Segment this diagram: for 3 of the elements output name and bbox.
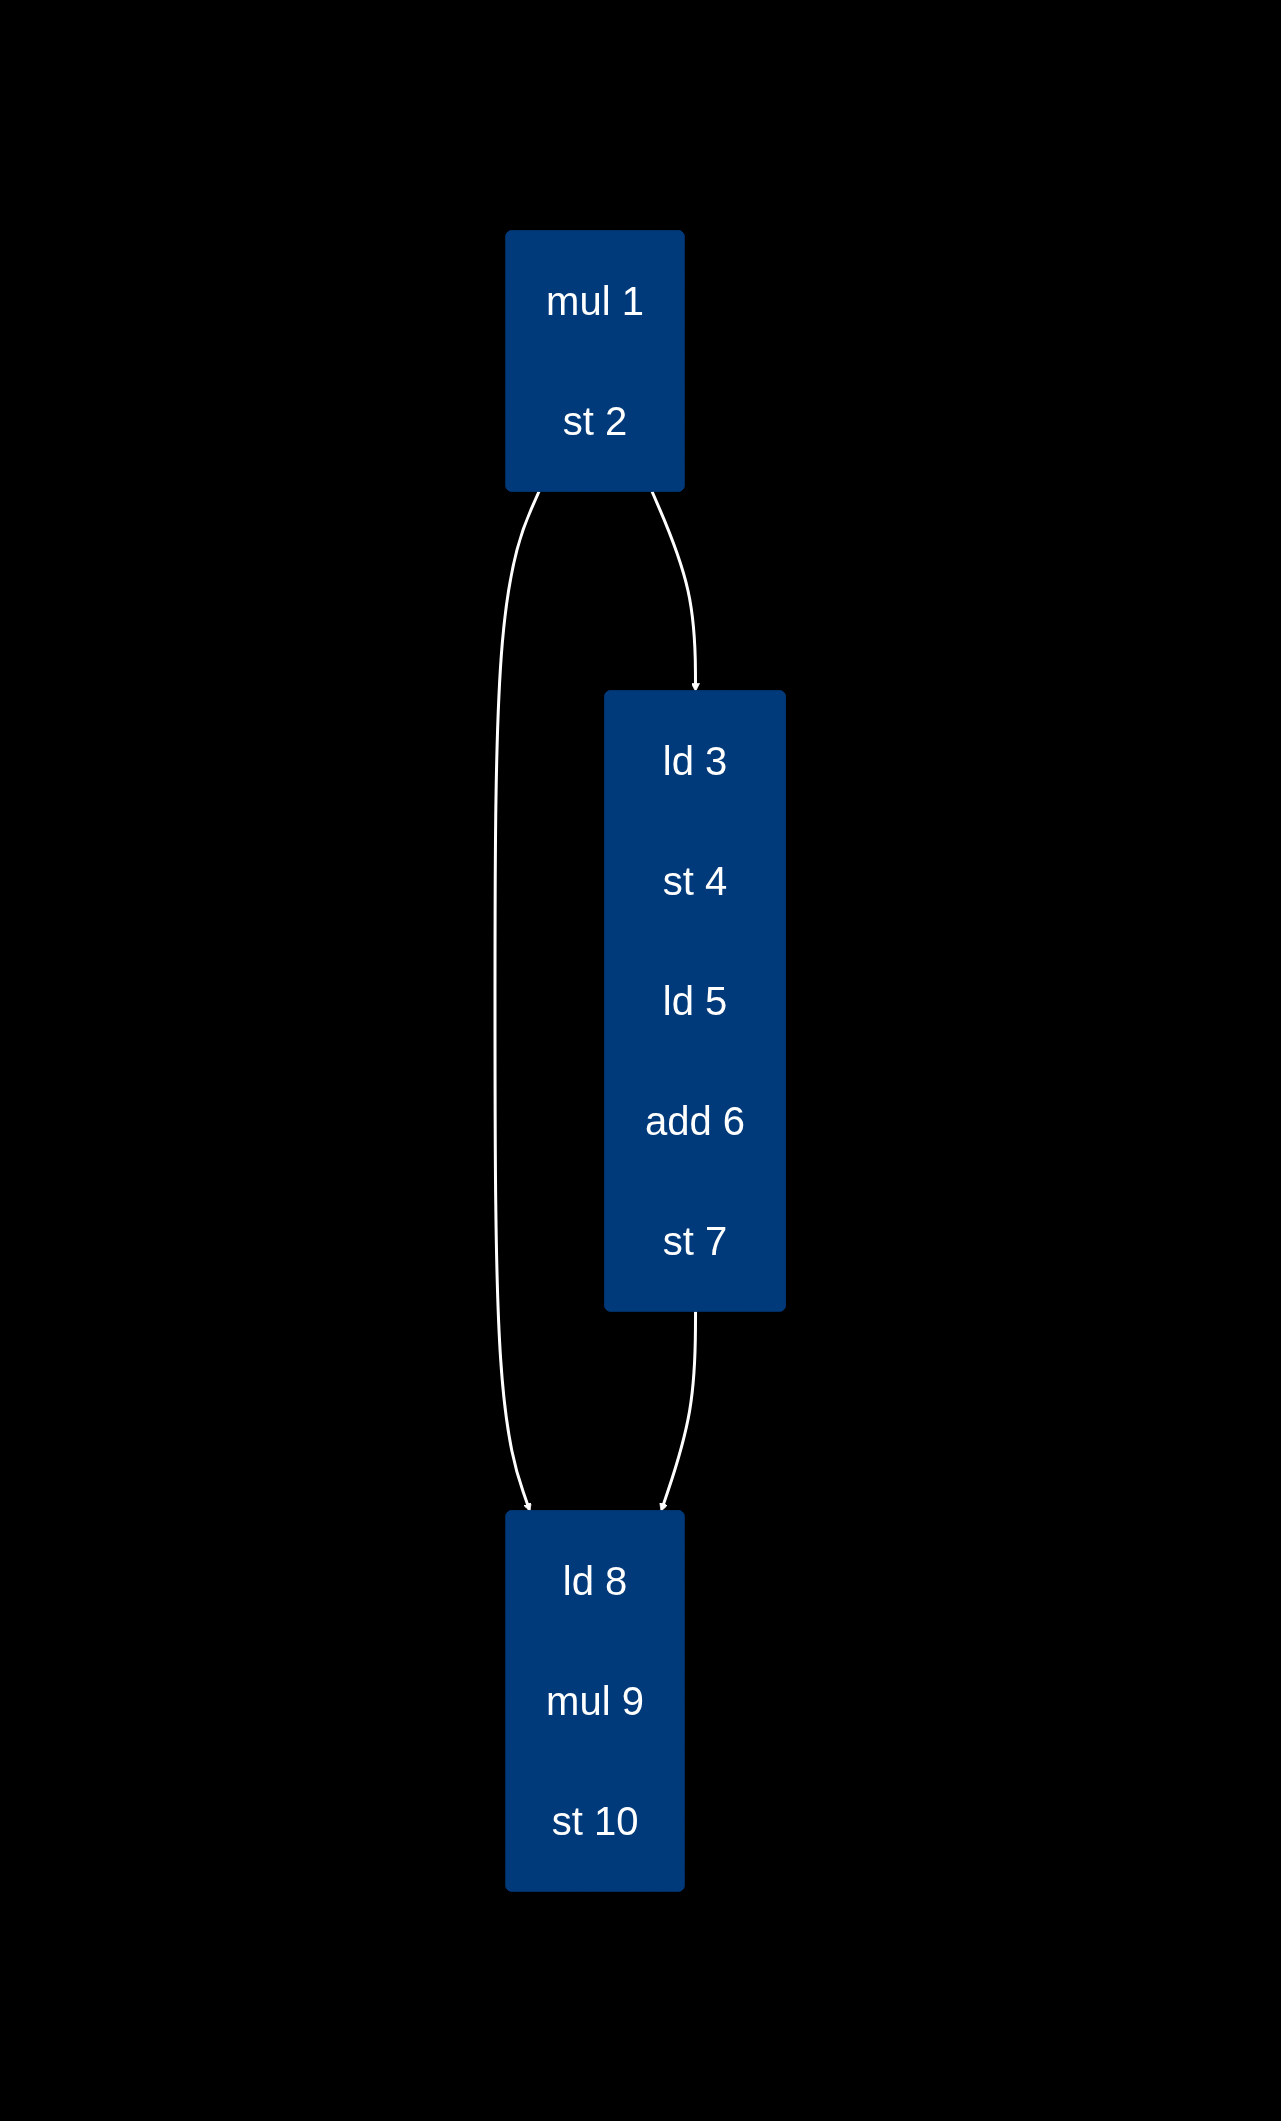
arrow xyxy=(651,490,701,692)
arrow xyxy=(659,1310,698,1512)
arrow xyxy=(493,490,541,1512)
